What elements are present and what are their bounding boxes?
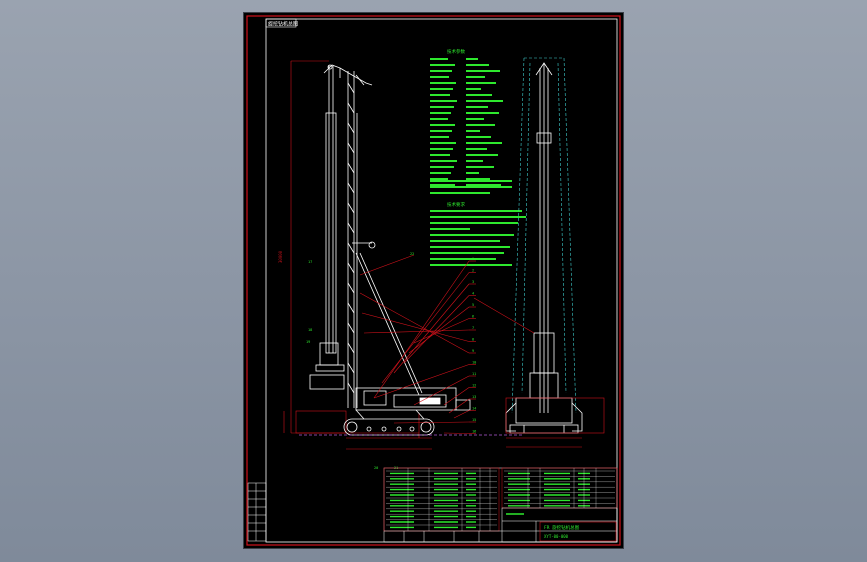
rig-side-view — [309, 64, 471, 436]
callout-number: 2 — [472, 269, 474, 273]
callout-number: 5 — [472, 303, 474, 307]
right-view-swing-lines — [511, 57, 577, 414]
callout-number: 15 — [472, 418, 476, 422]
callout-number: 8 — [472, 338, 474, 342]
callout-number: 16 — [472, 430, 476, 434]
callout-number: 14 — [472, 407, 476, 411]
tech-requirements-lines — [430, 210, 526, 266]
callout-number: 13 — [472, 395, 476, 399]
tech-requirements-title: 技术要求 — [447, 201, 465, 208]
callout-number: 22 — [410, 252, 414, 256]
callout-number: 3 — [472, 280, 474, 284]
tech-params-lines — [430, 58, 512, 194]
dim-height: 30000 — [278, 250, 283, 263]
title-block-sub: XYT-00-000 — [544, 534, 569, 539]
callout-number: 20 — [374, 466, 378, 470]
cad-drawing: 旋挖钻机总图 技术参数 技术要求 30000 — [246, 15, 621, 546]
callout-number: 4 — [472, 292, 474, 296]
drawing-sheet: 旋挖钻机总图 技术参数 技术要求 30000 — [244, 13, 623, 548]
callout-number: 12 — [472, 384, 476, 388]
callout-number: 19 — [306, 340, 310, 344]
bom-rows — [386, 468, 615, 531]
title-red-box — [539, 521, 617, 542]
corner-tag: 旋挖钻机总图 — [268, 21, 298, 28]
callout-number: 11 — [472, 372, 476, 376]
tech-params-title: 技术参数 — [447, 48, 465, 55]
title-block — [501, 507, 618, 543]
callout-leaders — [359, 254, 476, 434]
callout-number: 6 — [472, 315, 474, 319]
callout-number: 17 — [308, 260, 312, 264]
bottom-strip — [384, 530, 502, 542]
corner-tag-box — [265, 18, 297, 28]
callout-number: 10 — [472, 361, 476, 365]
callout-number: 1 — [472, 257, 474, 261]
right-view-dimensions — [473, 297, 605, 448]
outer-frame — [246, 15, 621, 546]
left-margin-table — [247, 482, 267, 542]
title-block-title: FR 旋挖钻机总图 — [544, 524, 580, 531]
callout-number: 18 — [308, 328, 312, 332]
inner-frame — [265, 18, 618, 543]
callout-number: 9 — [472, 349, 474, 353]
callout-number: 7 — [472, 326, 474, 330]
